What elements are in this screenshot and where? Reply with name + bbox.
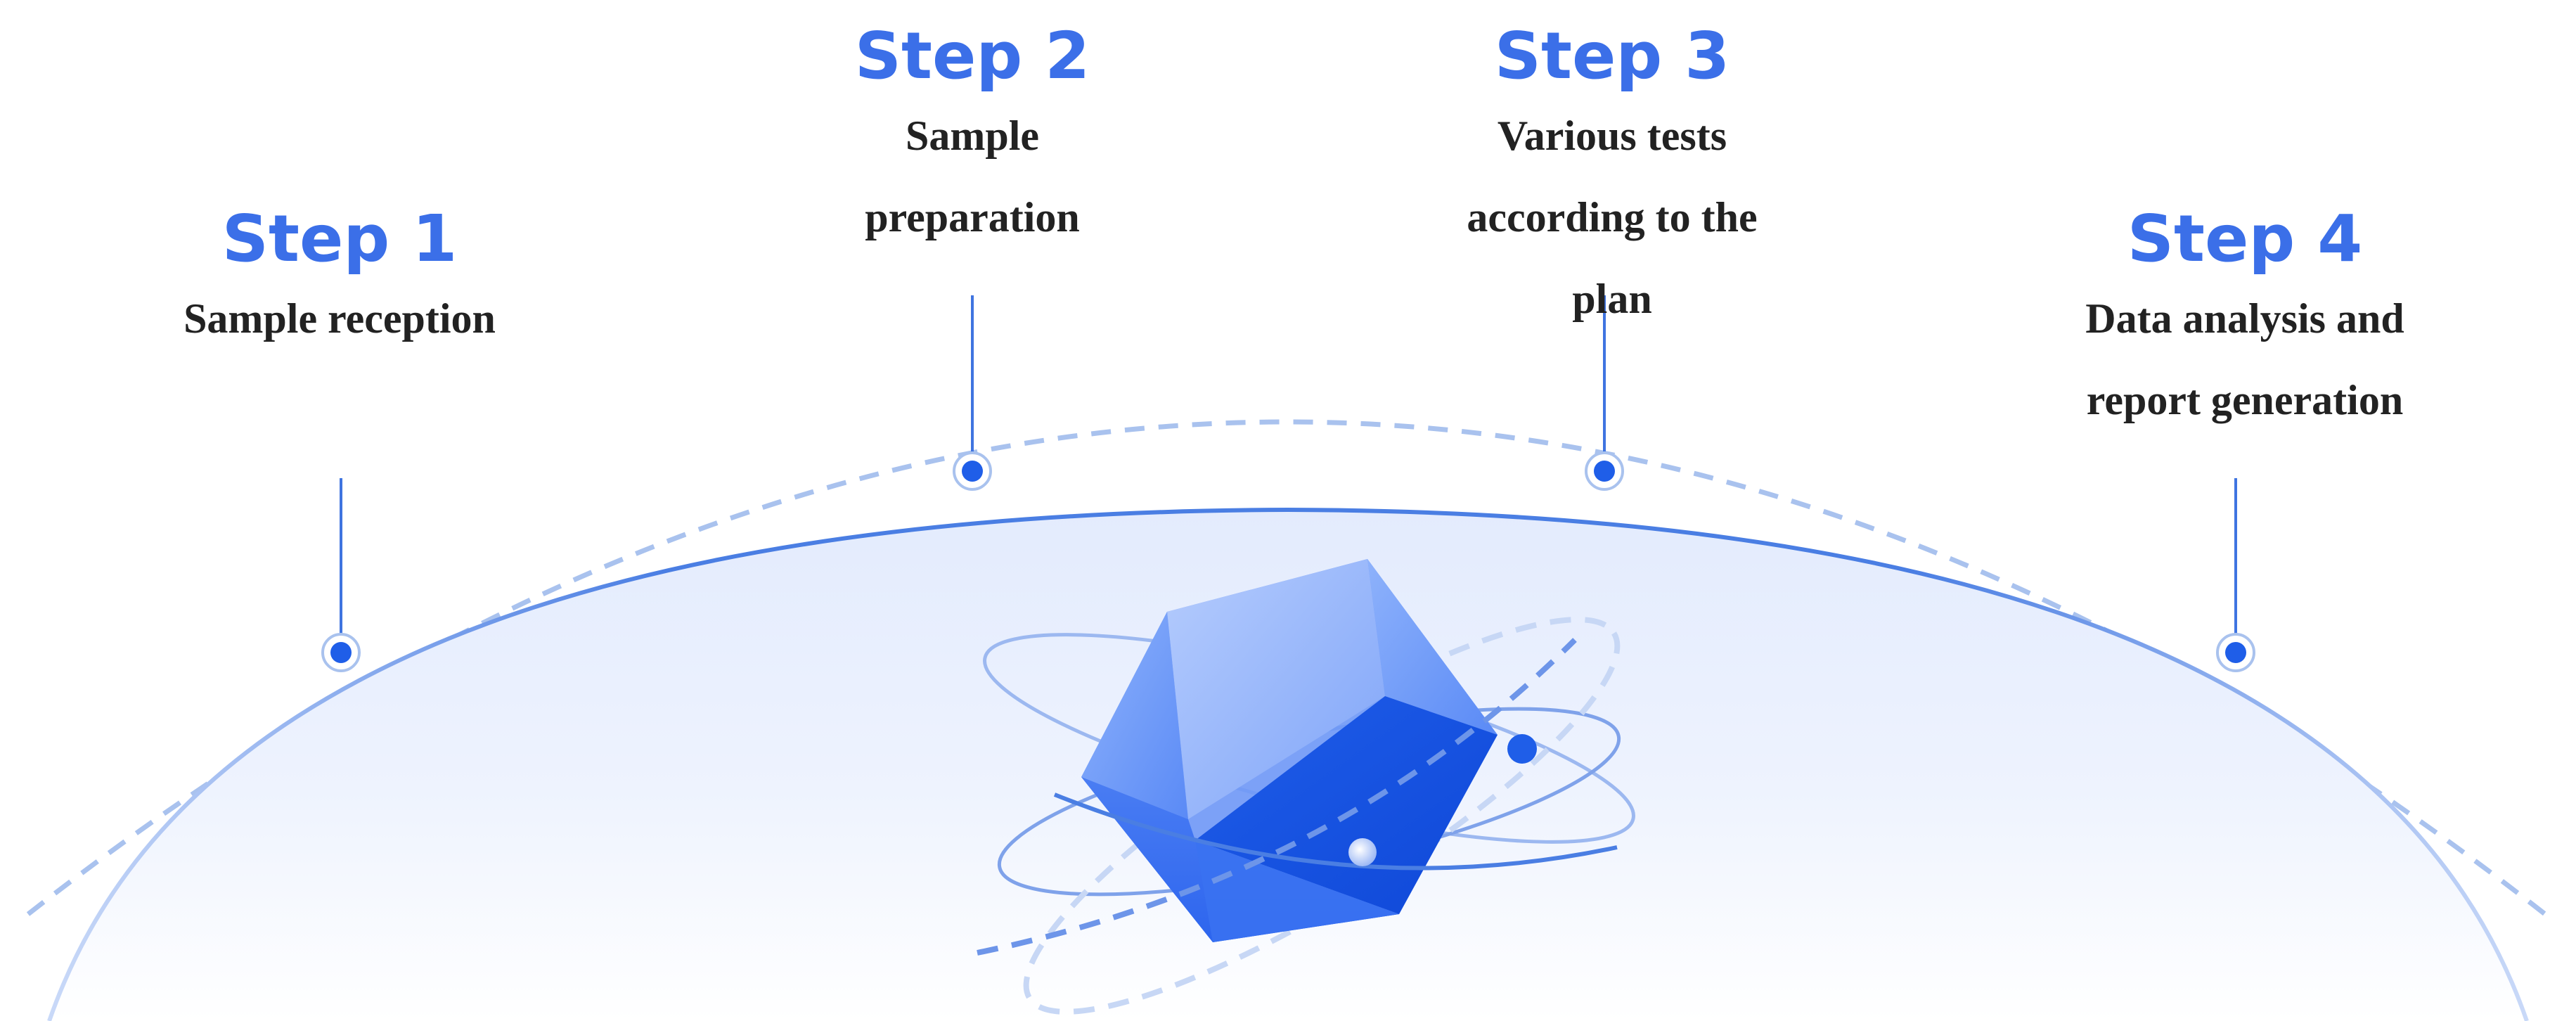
- step-1: Step 1 Sample reception: [129, 200, 550, 359]
- step-4: Step 4 Data analysis and report generati…: [2027, 200, 2463, 441]
- step-2-desc-line-1: Sample: [905, 113, 1040, 159]
- step-4-title: Step 4: [2127, 201, 2363, 276]
- node-2: [953, 451, 992, 491]
- step-3-desc-line-2: according to the: [1467, 194, 1758, 240]
- step-1-desc-line-1: Sample reception: [183, 295, 496, 342]
- step-3-desc-line-1: Various tests: [1497, 113, 1727, 159]
- step-4-desc-line-1: Data analysis and: [2085, 295, 2404, 342]
- step-3-desc-line-3: plan: [1572, 276, 1652, 322]
- step-3-title: Step 3: [1494, 18, 1730, 94]
- crystal-gem-with-orbits-icon: [977, 559, 1635, 1015]
- dome-edge: [47, 507, 2529, 1021]
- step-3: Step 3 Various tests according to the pl…: [1394, 18, 1830, 340]
- step-4-desc-line-2: report generation: [2086, 377, 2404, 423]
- step-2: Step 2 Sample preparation: [761, 18, 1183, 258]
- node-3: [1585, 451, 1624, 491]
- node-4: [2216, 633, 2255, 672]
- step-1-title: Step 1: [221, 201, 458, 276]
- node-1: [321, 633, 361, 672]
- step-2-desc-line-2: preparation: [865, 194, 1080, 240]
- step-2-title: Step 2: [854, 18, 1090, 94]
